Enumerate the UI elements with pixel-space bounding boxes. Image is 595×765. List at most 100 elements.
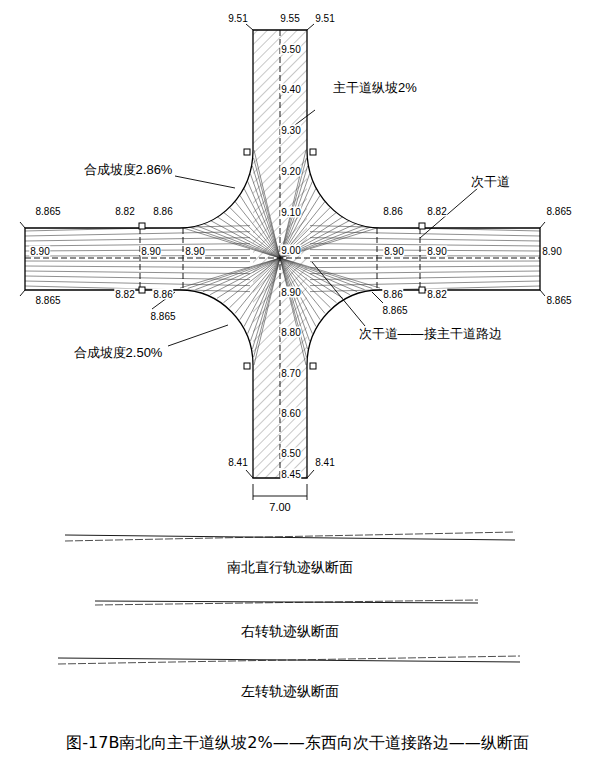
elevation-label: 7.00 xyxy=(268,501,291,513)
dimension-line xyxy=(253,496,307,497)
fan-line xyxy=(280,258,320,320)
end-chamfer xyxy=(540,290,545,296)
note-text: 次干道 xyxy=(470,175,511,189)
fan-line xyxy=(248,181,280,258)
fan-line xyxy=(280,195,320,258)
fan-line xyxy=(280,258,310,341)
fan-line xyxy=(252,258,280,349)
elevation-label: 8.90 xyxy=(541,246,562,257)
elevation-label: 8.90 xyxy=(426,246,447,257)
elevation-label: 8.86 xyxy=(152,206,173,217)
leader-line xyxy=(168,325,228,346)
elevation-label: 9.50 xyxy=(280,44,301,55)
marker-square xyxy=(310,149,316,155)
contour-line xyxy=(25,255,250,256)
leader-line xyxy=(246,470,253,478)
elevation-label: 9.10 xyxy=(280,207,301,218)
end-chamfer xyxy=(20,290,25,296)
leader-line xyxy=(307,470,314,478)
profile-grade-line xyxy=(58,656,520,664)
leader-line xyxy=(295,110,315,125)
contour-line xyxy=(310,255,540,256)
elevation-label: 8.865 xyxy=(545,295,572,306)
elevation-label: 8.90 xyxy=(29,246,50,257)
elevation-label: 8.50 xyxy=(280,448,301,459)
elevation-label: 8.86 xyxy=(152,289,173,300)
dimension-line xyxy=(307,484,308,500)
profile-line xyxy=(65,535,515,540)
fan-line xyxy=(280,223,357,258)
fan-line xyxy=(280,258,372,288)
elevation-label: 9.55 xyxy=(279,13,300,24)
elevation-label: 8.86 xyxy=(382,289,403,300)
contour-line xyxy=(25,250,250,251)
road-surface xyxy=(25,30,540,478)
elevation-label: 8.82 xyxy=(426,289,447,300)
contour-line xyxy=(25,286,250,292)
profile-grade-line xyxy=(95,600,478,605)
elevation-label: 8.865 xyxy=(149,311,176,322)
section-line xyxy=(183,228,184,290)
contour-line xyxy=(25,266,250,268)
contour-line xyxy=(25,271,250,274)
fan-line xyxy=(195,225,280,258)
elevation-label: 8.45 xyxy=(280,469,301,480)
elevation-label: 9.20 xyxy=(280,166,301,177)
elevation-label: 8.86 xyxy=(382,206,403,217)
contour-line xyxy=(310,281,540,286)
elevation-label: 8.90 xyxy=(383,246,404,257)
fan-line xyxy=(250,258,280,341)
fan-line xyxy=(240,258,280,320)
fan-line xyxy=(280,258,306,357)
marker-square xyxy=(419,223,425,229)
fan-line xyxy=(210,220,280,258)
elevation-label: 9.40 xyxy=(280,84,301,95)
contour-line xyxy=(310,244,540,246)
main-road-hatch xyxy=(253,30,307,478)
fan-line xyxy=(250,174,280,258)
fan-line xyxy=(210,258,280,295)
contour-line xyxy=(310,271,540,274)
elevation-label: 8.82 xyxy=(426,206,447,217)
centre-line xyxy=(25,258,540,259)
elevation-label: 8.41 xyxy=(314,457,335,468)
contour-line xyxy=(25,261,250,263)
marker-square xyxy=(419,287,425,293)
contour-line xyxy=(310,250,540,251)
fan-line xyxy=(180,227,280,258)
fan-line xyxy=(280,181,312,258)
dimension-line xyxy=(253,484,254,500)
road-edge xyxy=(25,30,540,478)
elevation-label: 8.90 xyxy=(280,287,301,298)
fan-line xyxy=(203,258,280,292)
note-text: 主干道纵坡2% xyxy=(332,81,418,95)
leader-line xyxy=(246,24,253,30)
elevation-label: 8.865 xyxy=(34,206,61,217)
fan-line xyxy=(280,150,306,258)
fan-line xyxy=(223,212,280,258)
elevation-label: 8.90 xyxy=(140,246,161,257)
marker-square xyxy=(139,223,145,229)
profile-title: 右转轨迹纵断面 xyxy=(240,624,340,639)
note-text: 次干道——接主干道路边 xyxy=(358,327,503,341)
leader-line xyxy=(175,176,235,188)
elevation-label: 8.865 xyxy=(381,305,408,316)
fan-line xyxy=(280,166,308,258)
elevation-label: 8.865 xyxy=(545,206,572,217)
elevation-label: 8.41 xyxy=(227,457,248,468)
elevation-label: 9.51 xyxy=(314,13,335,24)
profile-title: 南北直行轨迹纵断面 xyxy=(226,560,354,575)
elevation-label: 8.90 xyxy=(184,246,205,257)
marker-square xyxy=(310,363,316,369)
fan-line xyxy=(203,223,280,258)
section-line xyxy=(140,228,141,290)
elevation-label: 8.865 xyxy=(34,295,61,306)
elevation-label: 8.60 xyxy=(280,408,301,419)
fan-line xyxy=(280,212,337,258)
contour-line xyxy=(310,261,540,263)
end-chamfer xyxy=(20,222,25,228)
fan-line xyxy=(254,258,280,357)
end-chamfer xyxy=(540,222,545,228)
fan-line xyxy=(280,220,350,258)
